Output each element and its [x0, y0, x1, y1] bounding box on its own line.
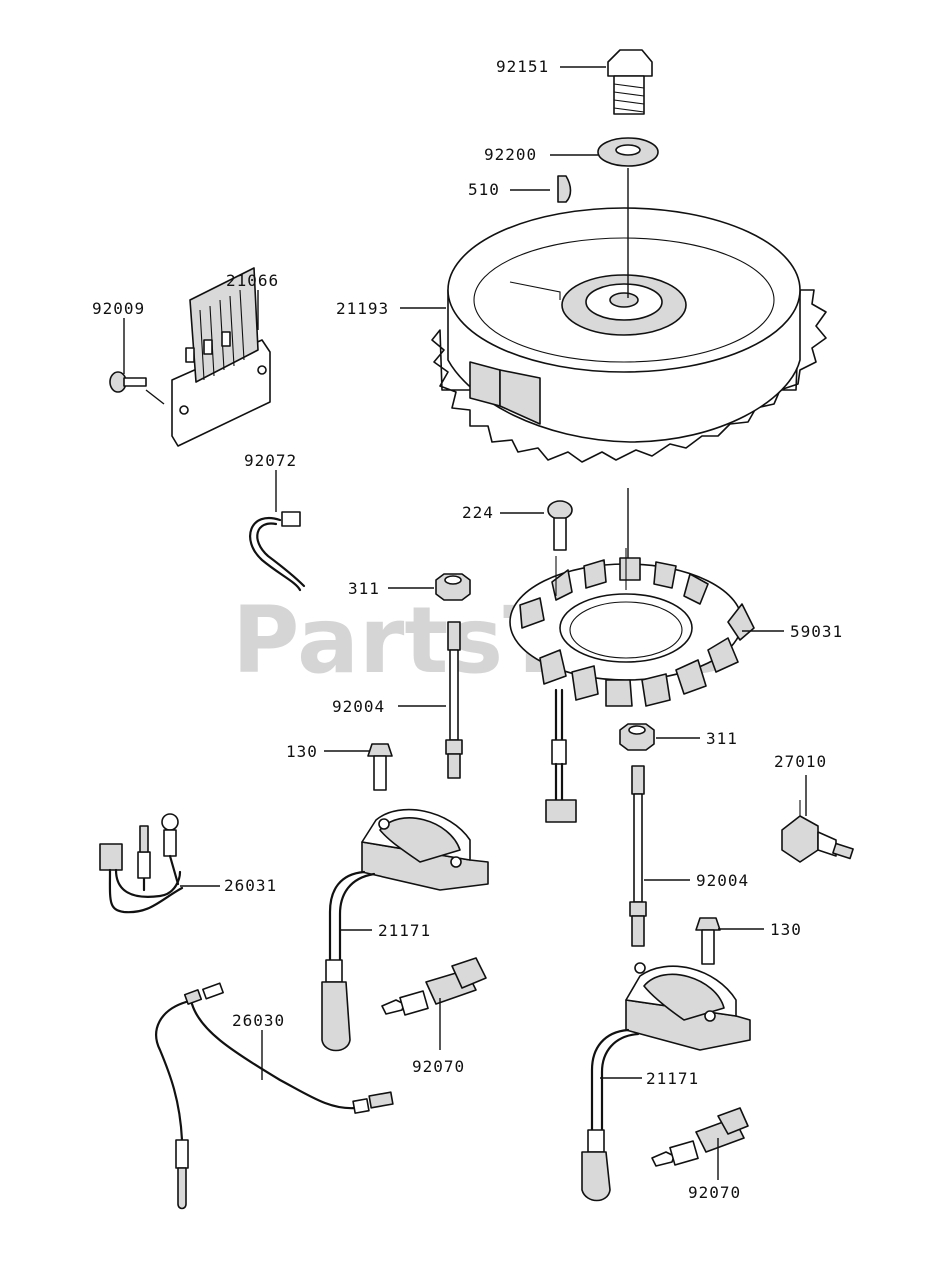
ignition-coil-right-part[interactable]: [581, 962, 751, 1202]
key-part[interactable]: [557, 175, 572, 203]
nut-right-part[interactable]: [619, 723, 655, 751]
bolt-right-part[interactable]: [695, 917, 721, 965]
callout-ignition-coil-left[interactable]: 21171: [378, 921, 431, 940]
stator-part[interactable]: [509, 548, 755, 823]
bolt-left-part[interactable]: [367, 743, 393, 791]
washer-top-part[interactable]: [597, 137, 659, 167]
callout-nut-left[interactable]: 311: [348, 579, 380, 598]
wire-tie-part[interactable]: [249, 511, 306, 592]
callout-stud-left[interactable]: 92004: [332, 697, 385, 716]
flywheel-part[interactable]: [431, 207, 827, 463]
callout-bolt-right[interactable]: 130: [770, 920, 802, 939]
assembly-line-regulator: [145, 389, 165, 405]
callout-regulator[interactable]: 21066: [226, 271, 279, 290]
callout-oil-switch[interactable]: 27010: [774, 752, 827, 771]
callout-spark-plug-left[interactable]: 92070: [412, 1057, 465, 1076]
regulator-screw-part[interactable]: [109, 371, 147, 393]
callout-flywheel[interactable]: 21193: [336, 299, 389, 318]
callout-nut-right[interactable]: 311: [706, 729, 738, 748]
regulator-part[interactable]: [171, 267, 271, 447]
callout-ignition-coil-right[interactable]: 21171: [646, 1069, 699, 1088]
bolt-top-part[interactable]: [607, 49, 653, 115]
callout-washer-top[interactable]: 92200: [484, 145, 537, 164]
callout-stator[interactable]: 59031: [790, 622, 843, 641]
ignition-coil-left-part[interactable]: [321, 808, 489, 1052]
callout-stud-right[interactable]: 92004: [696, 871, 749, 890]
nut-left-part[interactable]: [435, 573, 471, 601]
stator-bolt-part[interactable]: [547, 500, 573, 551]
callout-bolt-top[interactable]: 92151: [496, 57, 549, 76]
callout-stator-bolt[interactable]: 224: [462, 503, 494, 522]
stud-right-part[interactable]: [629, 765, 647, 947]
oil-switch-part[interactable]: [781, 800, 854, 863]
callout-spark-plug-right[interactable]: 92070: [688, 1183, 741, 1202]
callout-wire-tie[interactable]: 92072: [244, 451, 297, 470]
spark-plug-left-part[interactable]: [381, 957, 487, 1016]
callout-lead-connector[interactable]: 26031: [224, 876, 277, 895]
lead-connector-part[interactable]: [99, 813, 184, 914]
spark-plug-right-part[interactable]: [651, 1107, 749, 1167]
leader-lines: [123, 66, 807, 1180]
callout-bolt-left[interactable]: 130: [286, 742, 318, 761]
lead-harness-part[interactable]: [155, 982, 394, 1210]
callout-lead-harness[interactable]: 26030: [232, 1011, 285, 1030]
stud-left-part[interactable]: [445, 621, 463, 779]
callout-key[interactable]: 510: [468, 180, 500, 199]
callout-regulator-screw[interactable]: 92009: [92, 299, 145, 318]
